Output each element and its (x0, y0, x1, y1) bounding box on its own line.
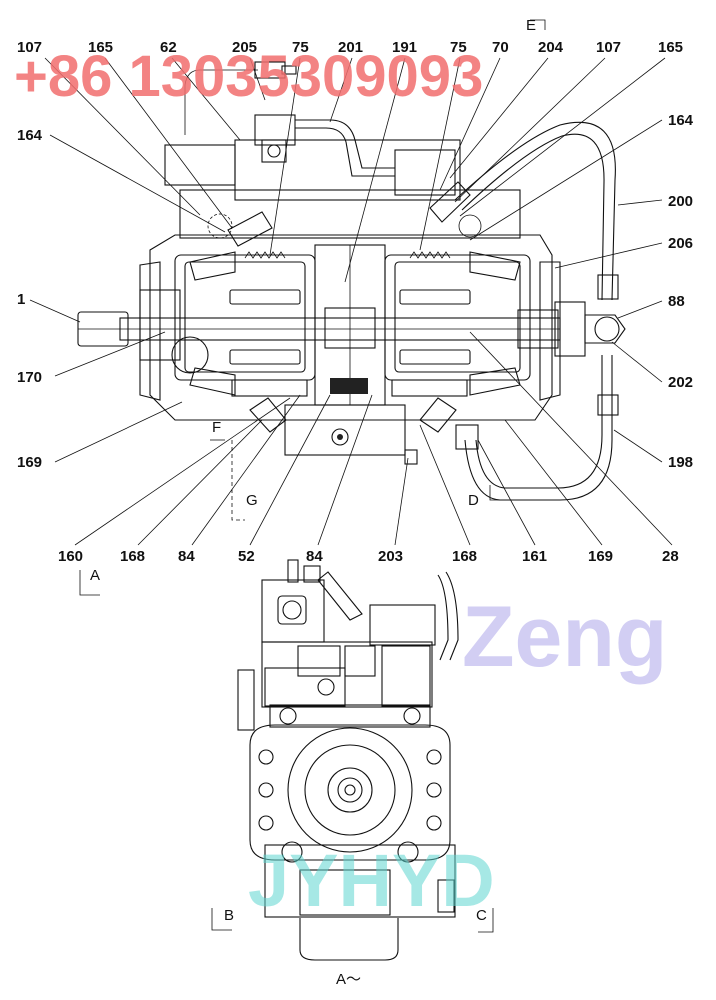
callout-labels-bottom: 160 168 84 52 84 203 168 161 169 28 (58, 548, 679, 565)
callout-labels-right: 164 200 206 88 202 198 (668, 112, 694, 471)
phone-watermark: +86 13035309093 (14, 44, 483, 109)
pump-end-view (237, 559, 459, 961)
section-mark-a: A (90, 567, 100, 584)
callout-165: 165 (88, 39, 113, 56)
pump-section-view (77, 61, 626, 501)
callout-161: 161 (522, 548, 547, 565)
callout-75: 75 (292, 39, 309, 56)
section-marks: E F G D A B C A～ (90, 17, 536, 988)
section-lines (79, 19, 546, 933)
callout-165-b: 165 (658, 39, 683, 56)
callout-1: 1 (17, 291, 25, 308)
callout-52: 52 (238, 548, 255, 565)
spline-hatching (244, 251, 451, 259)
callout-203: 203 (378, 548, 403, 565)
callout-88: 88 (668, 293, 685, 310)
callout-84: 84 (178, 548, 195, 565)
section-mark-d: D (468, 492, 479, 509)
section-mark-f: F (212, 419, 221, 436)
zeng-watermark: Zeng (462, 589, 667, 685)
section-mark-e: E (526, 17, 536, 34)
callout-70: 70 (492, 39, 509, 56)
callout-84-b: 84 (306, 548, 323, 565)
view-caption: A～ (336, 971, 361, 988)
callout-206: 206 (668, 235, 693, 252)
callout-107-b: 107 (596, 39, 621, 56)
callout-75-b: 75 (450, 39, 467, 56)
watermarks: +86 13035309093 Zeng JYHYD (14, 44, 667, 922)
callout-labels-top: 107 165 62 205 75 201 191 75 70 204 107 … (17, 39, 683, 56)
callout-28: 28 (662, 548, 679, 565)
callout-62: 62 (160, 39, 177, 56)
callout-168: 168 (120, 548, 145, 565)
callout-204: 204 (538, 39, 564, 56)
callout-169: 169 (17, 454, 42, 471)
callout-164: 164 (17, 127, 43, 144)
leader-lines (29, 57, 673, 546)
callout-202: 202 (668, 374, 693, 391)
callout-labels-left: 164 1 170 169 (17, 127, 43, 471)
section-mark-g: G (246, 492, 258, 509)
jyhyd-watermark: JYHYD (248, 839, 495, 922)
callout-201: 201 (338, 39, 363, 56)
callout-107: 107 (17, 39, 42, 56)
callout-205: 205 (232, 39, 257, 56)
section-mark-c: C (476, 907, 487, 924)
callout-198: 198 (668, 454, 693, 471)
callout-170: 170 (17, 369, 42, 386)
callout-160: 160 (58, 548, 83, 565)
callout-164-b: 164 (668, 112, 694, 129)
callout-200: 200 (668, 193, 693, 210)
callout-191: 191 (392, 39, 417, 56)
callout-169-b: 169 (588, 548, 613, 565)
section-mark-b: B (224, 907, 234, 924)
callout-168-b: 168 (452, 548, 477, 565)
